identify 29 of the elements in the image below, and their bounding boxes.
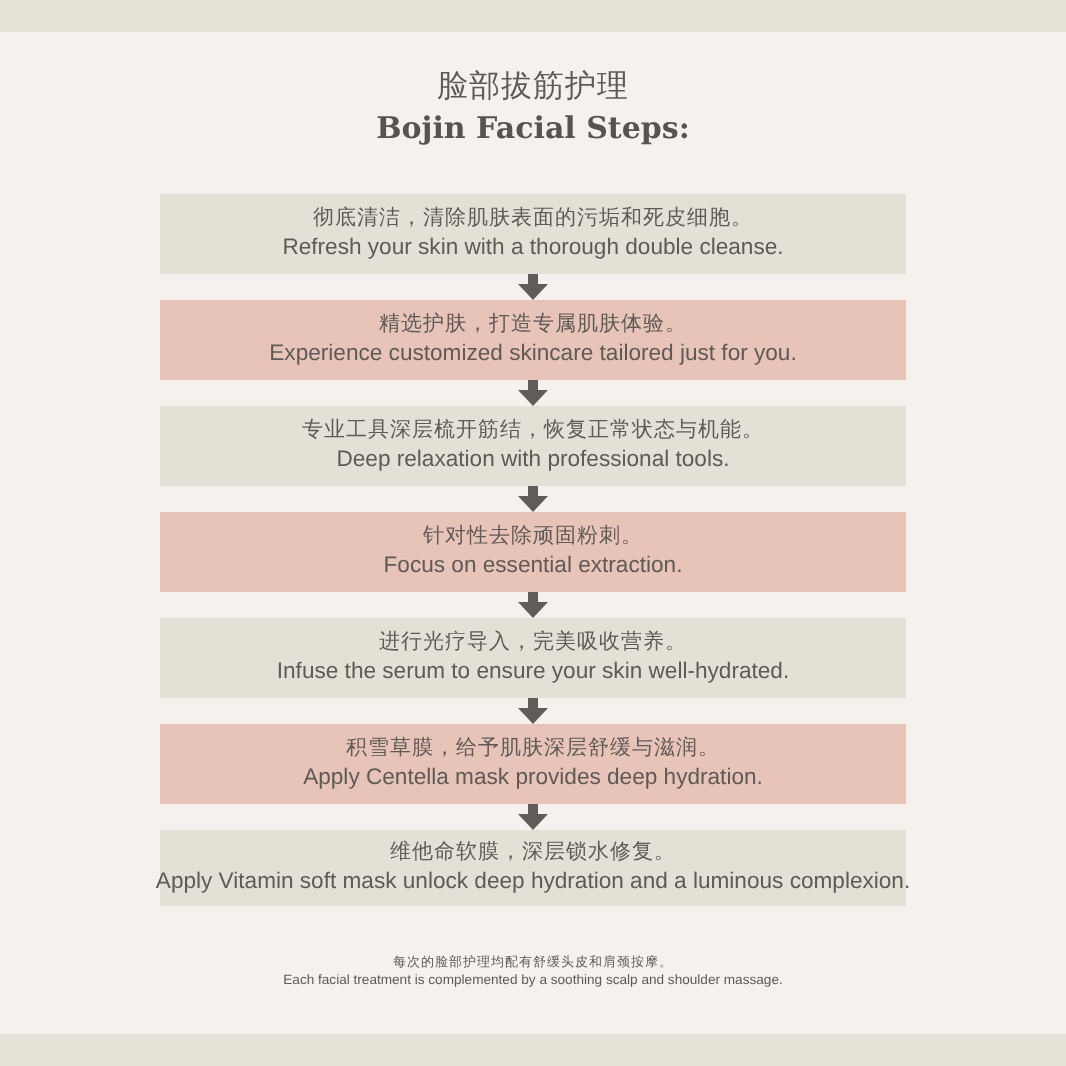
step-text-english: Focus on essential extraction. <box>383 552 683 582</box>
step-box <box>160 512 906 592</box>
step-box <box>160 406 906 486</box>
step-text-english: Infuse the serum to ensure your skin well-hydrated. <box>276 658 790 688</box>
arrow <box>518 486 548 512</box>
step-text-chinese: 精选护肤，打造专属肌肤体验。 <box>379 310 687 340</box>
step-text-chinese: 专业工具深层梳开筋结，恢复正常状态与机能。 <box>302 416 764 446</box>
arrow <box>518 804 548 830</box>
arrow <box>518 698 548 724</box>
step-box <box>160 300 906 380</box>
step-text-english: Deep relaxation with professional tools. <box>336 446 730 476</box>
arrow <box>518 380 548 406</box>
step-text-chinese: 针对性去除顽固粉刺。 <box>423 522 643 552</box>
step-box <box>160 618 906 698</box>
step-text-chinese: 进行光疗导入，完美吸收营养。 <box>379 628 687 658</box>
subtitle: Bojin Facial Steps: <box>374 108 692 148</box>
arrow <box>518 592 548 618</box>
step-box <box>160 194 906 274</box>
step-text-english: Apply Centella mask provides deep hydration. <box>303 764 763 794</box>
step-text-english: Experience customized skincare tailored just for you. <box>269 340 797 370</box>
arrow <box>518 274 548 300</box>
title: 脸部拔筋护理 <box>435 68 631 108</box>
step-text-english: Refresh your skin with a thorough double cleanse. <box>282 234 784 264</box>
step-text-chinese: 维他命软膜，深层锁水修复。 <box>390 838 676 868</box>
step-text-chinese: 积雪草膜，给予肌肤深层舒缓与滋润。 <box>346 734 720 764</box>
step-box <box>160 724 906 804</box>
step-text-english: Apply Vitamin soft mask unlock deep hydration and a luminous complexion. <box>155 868 911 898</box>
step-box <box>160 830 906 906</box>
step-text-chinese: 彻底清洁，清除肌肤表面的污垢和死皮细胞。 <box>313 204 753 234</box>
